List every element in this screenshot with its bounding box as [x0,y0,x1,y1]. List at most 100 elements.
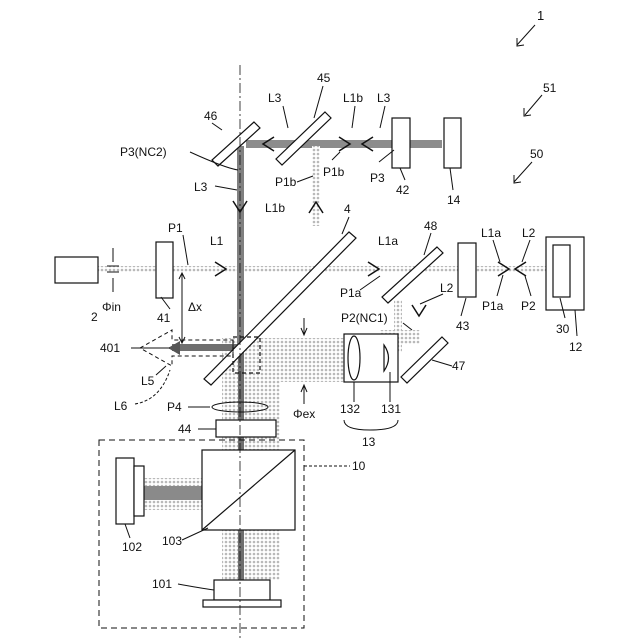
p3-beam-vertical [237,146,244,346]
leader-102 [125,524,130,538]
detector-102-front [134,466,144,516]
leader-l3-c [215,186,237,190]
label-l6: L6 [114,399,128,413]
mirror-45 [276,112,331,165]
label-l3-a: L3 [268,91,282,105]
leader-p1a-b [497,275,503,296]
leader-101 [178,584,214,590]
label-2: 2 [91,310,98,324]
leader-103 [182,528,208,540]
leader-l1a-b [493,240,500,262]
label-51: 51 [543,81,557,95]
label-50: 50 [530,147,544,161]
lens-132 [348,336,360,380]
leader-l3-b [380,106,385,128]
label-47: 47 [452,359,466,373]
label-p1a-a: P1a [340,286,362,300]
label-45: 45 [317,71,331,85]
label-p3: P3 [370,171,385,185]
top-beam-line [246,140,442,148]
chevrons [215,137,526,316]
label-l1a-b: L1a [481,226,501,240]
stage-101 [214,580,270,600]
label-42: 42 [396,183,410,197]
element-30 [553,245,570,297]
label-12: 12 [569,340,583,354]
label-102: 102 [122,540,142,554]
leader-l3-a [283,106,288,128]
label-l1b-top: L1b [343,91,363,105]
label-46: 46 [204,109,218,123]
chevron-l2-down [412,305,426,316]
filter-43 [458,243,476,297]
label-401: 401 [100,341,120,355]
leader-p1b-b [332,152,340,160]
filter-41 [156,242,173,298]
leader-p2 [525,276,531,296]
label-131: 131 [381,402,401,416]
label-delta-x: Δx [188,300,202,314]
label-14: 14 [447,193,461,207]
detector-102 [116,458,134,524]
label-phi-in: Φin [102,300,121,314]
leader-46 [212,123,222,130]
label-103: 103 [162,534,182,548]
label-132: 132 [340,402,360,416]
label-l1b-mid: L1b [265,201,285,215]
label-l1a-a: L1a [378,234,398,248]
label-p3nc2: P3(NC2) [120,145,167,159]
label-p1a-b: P1a [482,299,504,313]
label-41: 41 [157,311,171,325]
label-p2: P2 [521,299,536,313]
label-l5: L5 [141,374,155,388]
beam-to-detector-core [142,486,204,500]
label-l2-b: L2 [522,226,536,240]
filter-42 [392,118,410,168]
light-source-2 [55,257,98,283]
leader-45 [314,86,323,118]
leader-42 [400,168,405,180]
element-14 [444,118,461,168]
leader-l5 [156,366,166,375]
arrow-50 [514,162,532,182]
leader-48 [424,233,431,255]
beams [98,140,550,586]
leader-47 [432,360,452,366]
beam-401 [172,344,242,351]
leader-p1 [183,235,188,265]
leader-l2-b [522,240,530,262]
label-l1: L1 [210,234,224,248]
leader-l2-a [420,294,443,304]
label-fig-ref: 1 [537,8,544,23]
label-phi-ex: Φex [293,407,315,421]
label-l3-c: L3 [194,180,208,194]
label-48: 48 [424,219,438,233]
label-13: 13 [362,435,376,449]
label-44: 44 [178,422,192,436]
bracket-13 [344,420,398,430]
label-l3-b: L3 [377,91,391,105]
leader-p1b-a [297,176,313,182]
label-101: 101 [152,577,172,591]
label-43: 43 [456,319,470,333]
leader-41 [161,297,170,309]
retarder-44 [216,420,276,437]
leader-12 [575,310,577,336]
leader-l1b-top [352,106,355,128]
label-p2nc1: P2(NC1) [341,311,388,325]
label-4: 4 [344,202,351,216]
p1b-beam [312,146,320,226]
label-10: 10 [352,459,366,473]
arrow-51 [525,95,542,115]
label-30: 30 [556,322,570,336]
label-p1b-b: P1b [323,165,345,179]
label-p1b-a: P1b [275,175,297,189]
stage-101-base [203,600,281,607]
leader-14 [450,168,453,190]
label-p1: P1 [168,221,183,235]
label-p4: P4 [167,400,182,414]
leader-p1a-a [360,276,380,290]
leader-4 [342,217,349,234]
